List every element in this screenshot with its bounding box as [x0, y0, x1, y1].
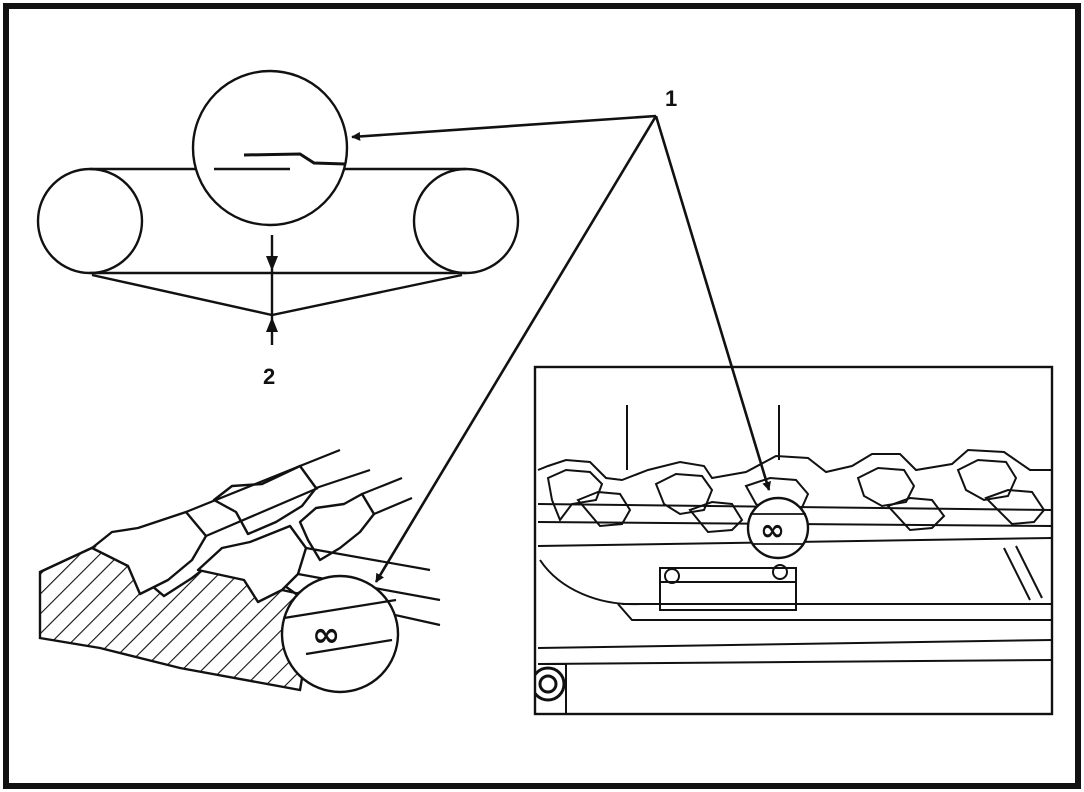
leader-to-belt-magnifier [351, 114, 657, 141]
tooth-front-1 [90, 510, 208, 596]
installed-belt-photo-inset: ∞ [533, 365, 1054, 716]
callout-label-2: 2 [263, 364, 275, 389]
dimension-arrow-up [266, 317, 278, 332]
infinity-mark-inset: ∞ [760, 513, 785, 548]
deflection-lines [91, 273, 463, 317]
callout-1-leaders [351, 114, 771, 583]
magnifier-circle-inset [746, 496, 810, 560]
leader-to-tooth-mark [374, 115, 658, 583]
tooth-rear-2 [298, 492, 376, 562]
dimension-arrow-down [266, 256, 278, 271]
outer-frame [3, 3, 1081, 789]
belt-tooth-cross-section: ∞ [38, 448, 441, 694]
left-pulley [36, 167, 144, 275]
right-pulley [412, 167, 520, 275]
leader-to-installed-mark [654, 115, 771, 491]
magnifier-circle-top [191, 69, 349, 227]
tooth-rear-1 [212, 464, 318, 536]
tooth-front-2 [196, 524, 308, 604]
callout-label-1: 1 [665, 86, 677, 111]
infinity-mark-tooth: ∞ [312, 615, 340, 655]
